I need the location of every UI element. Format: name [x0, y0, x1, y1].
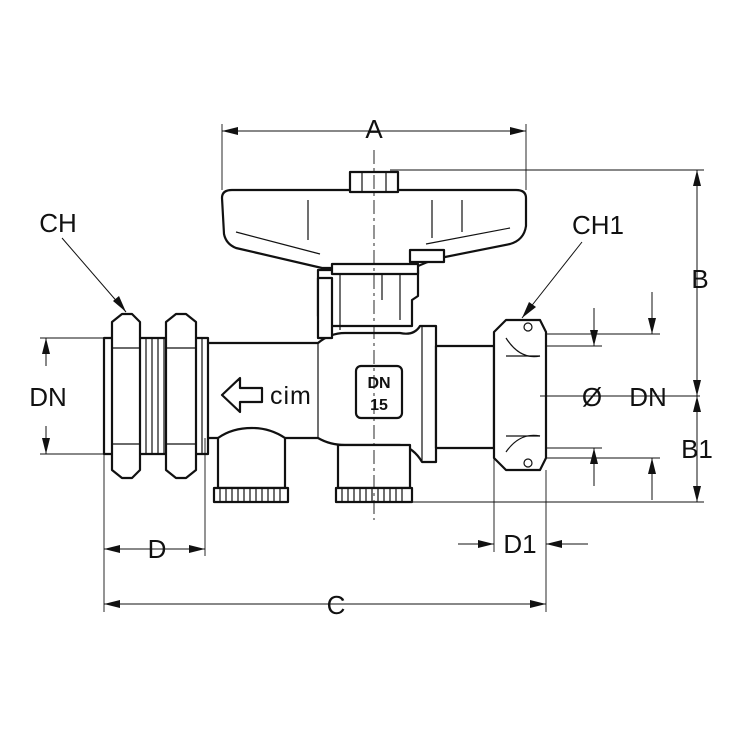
dimension-b1: [412, 396, 704, 503]
valve-body: [203, 268, 496, 504]
leader-ch1-label: CH1: [572, 210, 624, 240]
dimension-d1-label: D1: [503, 529, 536, 559]
brand-mark: cim: [270, 382, 312, 410]
leader-ch: [61, 237, 127, 313]
leader-ch-label: CH: [39, 208, 77, 238]
flow-direction-arrow: [220, 376, 264, 414]
dimension-c-label: C: [327, 590, 346, 620]
dimension-a: [221, 124, 527, 190]
dimension-dn-left: [40, 337, 104, 455]
dimension-a-label: A: [365, 114, 383, 144]
badge-size-text: 15: [370, 397, 388, 414]
centerlines: [373, 150, 700, 520]
size-badge: DN 15: [354, 364, 404, 420]
left-boss-knurl: [212, 486, 290, 504]
leader-ch1: [521, 241, 583, 319]
left-threaded-end: [102, 312, 210, 480]
right-union-nut: [492, 318, 548, 472]
dimension-b1-label: B1: [681, 434, 713, 464]
dimension-d1: [458, 458, 588, 552]
dimension-b: [390, 169, 704, 396]
dimension-dn-right: [546, 292, 660, 500]
dimension-d: [104, 438, 206, 556]
dimension-diameter-label: Ø: [582, 382, 602, 412]
dimension-dn-right-label: DN: [629, 382, 667, 412]
dimension-dn-left-label: DN: [29, 382, 67, 412]
dimension-c: [103, 454, 547, 612]
dimension-d-label: D: [148, 534, 167, 564]
dimension-b-label: B: [691, 264, 708, 294]
badge-dn-text: DN: [367, 375, 390, 392]
